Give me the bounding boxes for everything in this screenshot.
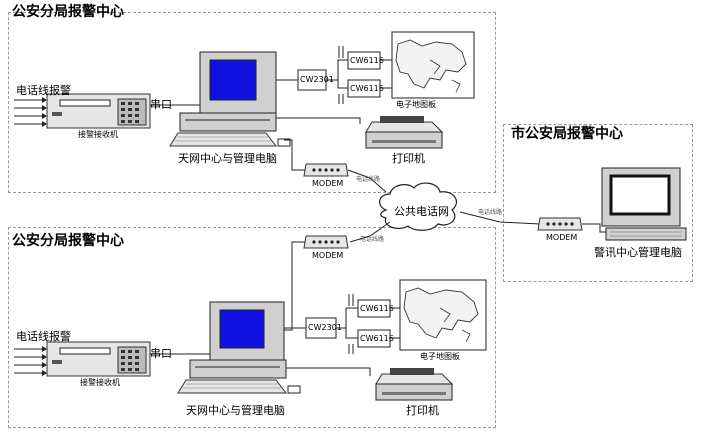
top-computer-label: 天网中心与管理电脑 bbox=[178, 152, 277, 165]
city-modem bbox=[537, 217, 583, 231]
top-phone-alarm-arrows bbox=[14, 97, 47, 127]
top-printer bbox=[365, 116, 444, 149]
top-line-label: 电话线路 bbox=[356, 176, 381, 183]
bottom-branch-title: 公安分局报警中心 bbox=[12, 233, 124, 249]
top-cw6116b-label: CW6116 bbox=[350, 84, 384, 93]
bottom-bus-lines bbox=[348, 294, 400, 354]
top-alarm-receiver bbox=[46, 93, 151, 129]
bottom-alarm-receiver bbox=[46, 341, 151, 377]
bottom-printer-link bbox=[286, 367, 371, 376]
city-center-title: 市公安局报警中心 bbox=[511, 126, 623, 142]
top-bus-lines bbox=[338, 46, 392, 104]
top-cw6116b-link bbox=[337, 80, 348, 89]
bottom-cw6116a-label: CW6116 bbox=[360, 304, 394, 313]
city-phone-line bbox=[459, 211, 541, 225]
city-modem-label: MODEM bbox=[546, 233, 578, 242]
top-printer-link bbox=[276, 117, 361, 124]
top-receiver-label: 接警接收机 bbox=[78, 130, 118, 139]
city-computer-label: 警讯中心管理电脑 bbox=[594, 246, 682, 259]
top-printer-label: 打印机 bbox=[392, 152, 425, 165]
bottom-port-label: 串口 bbox=[150, 347, 172, 360]
bottom-map-board-label: 电子地图板 bbox=[420, 352, 460, 361]
top-cw6116a-link bbox=[326, 59, 348, 81]
bottom-phone-line bbox=[349, 221, 391, 243]
bottom-printer bbox=[375, 368, 454, 401]
top-cw6116a-label: CW6116 bbox=[350, 56, 384, 65]
bottom-map-board bbox=[399, 279, 487, 351]
bottom-modem-link bbox=[284, 241, 306, 331]
city-computer-link bbox=[582, 223, 606, 233]
bottom-printer-label: 打印机 bbox=[406, 404, 439, 417]
city-center-box bbox=[503, 124, 693, 282]
top-branch-box bbox=[8, 12, 496, 193]
bottom-modem-label: MODEM bbox=[312, 251, 344, 260]
bottom-cw6116b-label: CW6116 bbox=[360, 334, 394, 343]
top-phone-alarm-label: 电话线报警 bbox=[16, 84, 71, 97]
top-management-computer bbox=[169, 51, 291, 147]
bottom-receiver-label: 接警接收机 bbox=[80, 378, 120, 387]
top-map-board-label: 电子地图板 bbox=[396, 100, 436, 109]
bottom-phone-alarm-arrows bbox=[14, 346, 47, 376]
top-cw2301-label: CW2301 bbox=[300, 75, 334, 84]
city-management-computer bbox=[601, 167, 687, 241]
top-phone-line bbox=[347, 169, 387, 193]
cloud-label: 公共电话网 bbox=[394, 205, 449, 218]
bottom-phone-alarm-label: 电话线报警 bbox=[16, 330, 71, 343]
bottom-computer-label: 天网中心与管理电脑 bbox=[186, 404, 285, 417]
bottom-management-computer bbox=[177, 301, 301, 394]
bottom-cw2301-label: CW2301 bbox=[308, 323, 342, 332]
bottom-line-label: 电话线路 bbox=[360, 236, 385, 243]
bottom-modem bbox=[303, 235, 349, 249]
top-modem-label: MODEM bbox=[312, 179, 344, 188]
bottom-cw6116a-link bbox=[336, 307, 358, 329]
top-modem bbox=[303, 163, 349, 177]
bottom-cw6116b-link bbox=[345, 328, 358, 339]
bottom-branch-box bbox=[8, 227, 496, 428]
top-port-label: 串口 bbox=[150, 98, 172, 111]
city-line-label: 电话线路 bbox=[478, 209, 503, 216]
top-modem-link bbox=[284, 139, 306, 171]
top-map-board bbox=[391, 31, 475, 99]
top-branch-title: 公安分局报警中心 bbox=[12, 4, 124, 20]
